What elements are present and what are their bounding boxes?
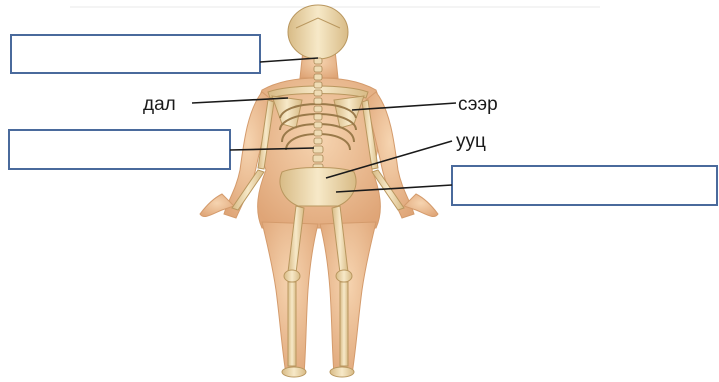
label-pelvis: ууц <box>456 131 486 152</box>
foot-right <box>330 367 354 377</box>
answer-box-hip[interactable] <box>452 166 717 205</box>
label-rib: сээр <box>458 94 498 115</box>
answer-box-spine[interactable] <box>9 130 230 169</box>
skull <box>288 5 348 59</box>
foot-left <box>282 367 306 377</box>
answer-box-neck[interactable] <box>11 35 260 73</box>
knee-left <box>284 270 300 282</box>
knee-right <box>336 270 352 282</box>
tibia-left <box>288 282 296 366</box>
tibia-right <box>340 282 348 366</box>
label-shoulder-blade: дал <box>143 94 176 115</box>
